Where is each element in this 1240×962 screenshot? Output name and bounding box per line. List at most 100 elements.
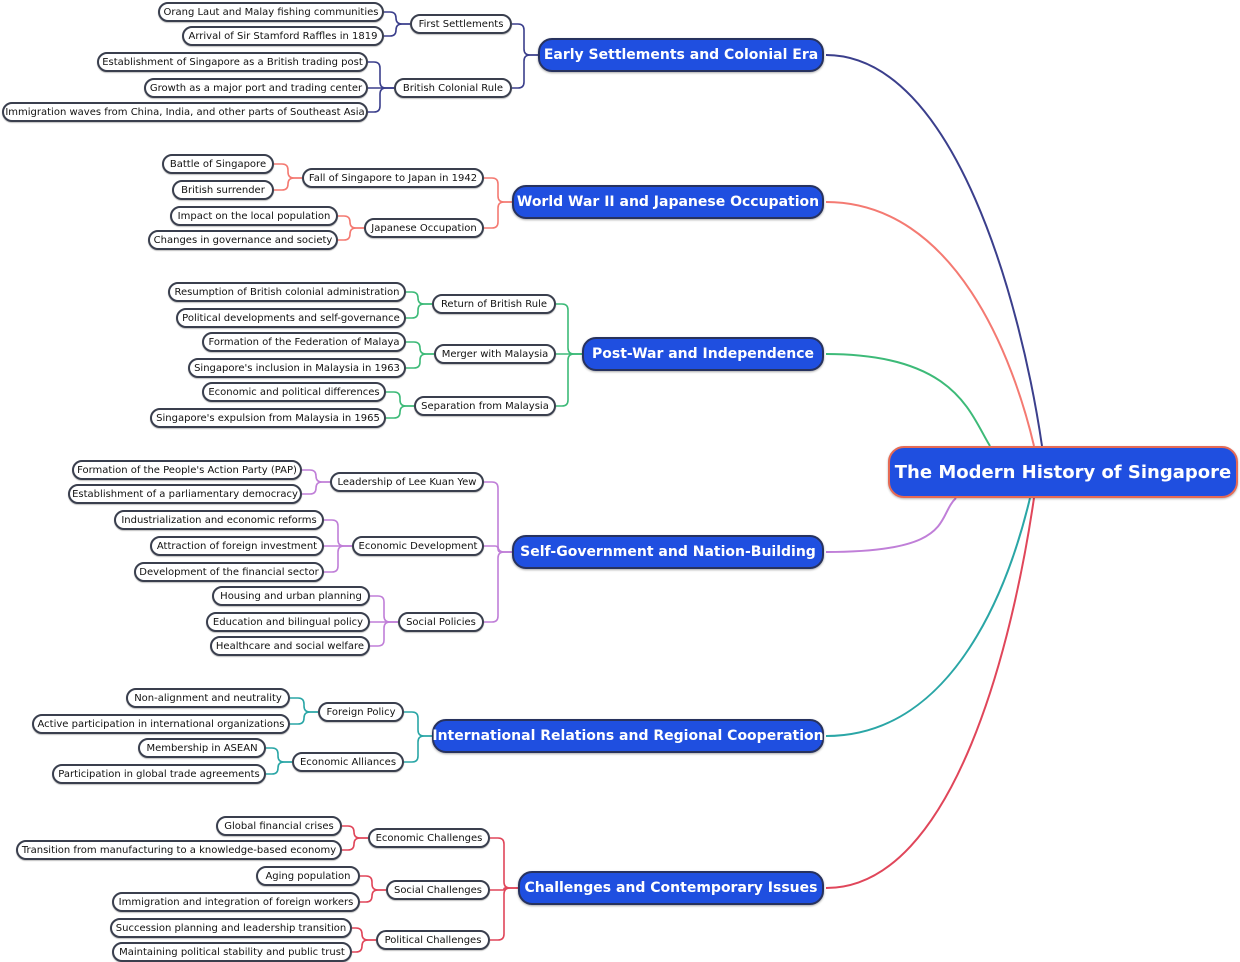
leaf-succession-planning-and-leadership-transition[interactable]: Succession planning and leadership trans… [110, 918, 352, 938]
leaf-arrival-of-sir-stamford-raffles-in-1819[interactable]: Arrival of Sir Stamford Raffles in 1819 [182, 26, 384, 46]
leaf-political-developments-and-self-governance[interactable]: Political developments and self-governan… [176, 308, 406, 328]
leaf-housing-and-urban-planning-label: Housing and urban planning [220, 590, 362, 602]
leaf-aging-population[interactable]: Aging population [256, 866, 360, 886]
leaf-education-and-bilingual-policy[interactable]: Education and bilingual policy [206, 612, 370, 632]
topic-international-relations-and-regional-cooperation[interactable]: International Relations and Regional Coo… [432, 719, 824, 753]
subtopic-first-settlements[interactable]: First Settlements [410, 14, 512, 34]
topic-early-settlements-and-colonial-era-label: Early Settlements and Colonial Era [543, 47, 819, 63]
root-topic[interactable]: The Modern History of Singapore [888, 446, 1238, 498]
leaf-transition-from-manufacturing-to-a-knowledge-bas[interactable]: Transition from manufacturing to a knowl… [16, 840, 342, 860]
connector-leaf-resumption-of-british-colonial-administration [406, 291, 432, 305]
leaf-british-surrender-label: British surrender [181, 184, 265, 196]
leaf-formation-of-the-federation-of-malaya-label: Formation of the Federation of Malaya [208, 336, 400, 348]
connector-leaf-maintaining-political-stability-and-public-trust [352, 939, 376, 953]
connector-leaf-establishment-of-a-parliamentary-democracy [302, 481, 330, 495]
connector-leaf-orang-laut-and-malay-fishing-communities [384, 11, 410, 25]
leaf-membership-in-asean[interactable]: Membership in ASEAN [138, 738, 266, 758]
leaf-establishment-of-a-parliamentary-democracy[interactable]: Establishment of a parliamentary democra… [68, 484, 302, 504]
leaf-resumption-of-british-colonial-administration[interactable]: Resumption of British colonial administr… [168, 282, 406, 302]
subtopic-social-challenges[interactable]: Social Challenges [386, 880, 490, 900]
subtopic-separation-from-malaysia[interactable]: Separation from Malaysia [414, 396, 556, 416]
leaf-immigration-and-integration-of-foreign-workers[interactable]: Immigration and integration of foreign w… [112, 892, 360, 912]
leaf-non-alignment-and-neutrality-label: Non-alignment and neutrality [134, 692, 282, 704]
leaf-active-participation-in-international-organizati[interactable]: Active participation in international or… [32, 714, 290, 734]
connector-root-to-post-war-and-independence [825, 353, 991, 447]
leaf-economic-and-political-differences[interactable]: Economic and political differences [202, 382, 386, 402]
leaf-singapore-s-expulsion-from-malaysia-in-1965[interactable]: Singapore's expulsion from Malaysia in 1… [150, 408, 386, 428]
leaf-formation-of-the-people-s-action-party-pap[interactable]: Formation of the People's Action Party (… [72, 460, 302, 480]
connector-first-settlements [512, 23, 538, 56]
leaf-participation-in-global-trade-agreements[interactable]: Participation in global trade agreements [52, 764, 266, 784]
leaf-growth-as-a-major-port-and-trading-center[interactable]: Growth as a major port and trading cente… [144, 78, 368, 98]
topic-self-government-and-nation-building-label: Self-Government and Nation-Building [520, 544, 816, 560]
connector-leaf-housing-and-urban-planning [370, 595, 398, 623]
connector-leaf-battle-of-singapore [274, 163, 302, 179]
connector-leaf-political-developments-and-self-governance [406, 303, 432, 319]
connector-return-of-british-rule [556, 303, 582, 355]
leaf-resumption-of-british-colonial-administration-label: Resumption of British colonial administr… [174, 286, 400, 298]
leaf-development-of-the-financial-sector[interactable]: Development of the financial sector [134, 562, 324, 582]
topic-challenges-and-contemporary-issues[interactable]: Challenges and Contemporary Issues [518, 871, 824, 905]
leaf-british-surrender[interactable]: British surrender [172, 180, 274, 200]
leaf-immigration-waves-from-china-india-and-other-par-label: Immigration waves from China, India, and… [5, 106, 365, 118]
leaf-global-financial-crises[interactable]: Global financial crises [216, 816, 342, 836]
subtopic-separation-from-malaysia-label: Separation from Malaysia [421, 400, 549, 412]
subtopic-economic-challenges[interactable]: Economic Challenges [368, 828, 490, 848]
topic-post-war-and-independence-label: Post-War and Independence [591, 346, 815, 362]
leaf-industrialization-and-economic-reforms-label: Industrialization and economic reforms [121, 514, 317, 526]
leaf-economic-and-political-differences-label: Economic and political differences [208, 386, 380, 398]
leaf-battle-of-singapore[interactable]: Battle of Singapore [162, 154, 274, 174]
subtopic-japanese-occupation[interactable]: Japanese Occupation [364, 218, 484, 238]
subtopic-economic-development[interactable]: Economic Development [352, 536, 484, 556]
leaf-non-alignment-and-neutrality[interactable]: Non-alignment and neutrality [126, 688, 290, 708]
leaf-active-participation-in-international-organizati-label: Active participation in international or… [37, 718, 285, 730]
topic-post-war-and-independence[interactable]: Post-War and Independence [582, 337, 824, 371]
leaf-housing-and-urban-planning[interactable]: Housing and urban planning [212, 586, 370, 606]
leaf-aging-population-label: Aging population [265, 870, 351, 882]
leaf-orang-laut-and-malay-fishing-communities[interactable]: Orang Laut and Malay fishing communities [158, 2, 384, 22]
subtopic-return-of-british-rule-label: Return of British Rule [440, 298, 548, 310]
connector-economic-challenges [490, 837, 518, 889]
subtopic-political-challenges[interactable]: Political Challenges [376, 930, 490, 950]
subtopic-social-policies[interactable]: Social Policies [398, 612, 484, 632]
subtopic-fall-of-singapore-to-japan-in-1942[interactable]: Fall of Singapore to Japan in 1942 [302, 168, 484, 188]
leaf-political-developments-and-self-governance-label: Political developments and self-governan… [182, 312, 400, 324]
subtopic-social-challenges-label: Social Challenges [393, 884, 483, 896]
leaf-impact-on-the-local-population[interactable]: Impact on the local population [170, 206, 338, 226]
leaf-growth-as-a-major-port-and-trading-center-label: Growth as a major port and trading cente… [149, 82, 363, 94]
subtopic-economic-alliances[interactable]: Economic Alliances [292, 752, 404, 772]
leaf-changes-in-governance-and-society[interactable]: Changes in governance and society [148, 230, 338, 250]
leaf-healthcare-and-social-welfare-label: Healthcare and social welfare [215, 640, 365, 652]
subtopic-leadership-of-lee-kuan-yew[interactable]: Leadership of Lee Kuan Yew [330, 472, 484, 492]
connector-leaf-healthcare-and-social-welfare [370, 621, 398, 647]
leaf-attraction-of-foreign-investment[interactable]: Attraction of foreign investment [150, 536, 324, 556]
topic-self-government-and-nation-building[interactable]: Self-Government and Nation-Building [512, 535, 824, 569]
leaf-establishment-of-singapore-as-a-british-trading-[interactable]: Establishment of Singapore as a British … [97, 52, 368, 72]
subtopic-british-colonial-rule[interactable]: British Colonial Rule [394, 78, 512, 98]
leaf-establishment-of-a-parliamentary-democracy-label: Establishment of a parliamentary democra… [72, 488, 298, 500]
subtopic-foreign-policy[interactable]: Foreign Policy [318, 702, 404, 722]
leaf-healthcare-and-social-welfare[interactable]: Healthcare and social welfare [210, 636, 370, 656]
leaf-singapore-s-inclusion-in-malaysia-in-1963[interactable]: Singapore's inclusion in Malaysia in 196… [188, 358, 406, 378]
connector-leaf-establishment-of-singapore-as-a-british-trading- [368, 61, 394, 89]
leaf-immigration-waves-from-china-india-and-other-par[interactable]: Immigration waves from China, India, and… [2, 102, 368, 122]
topic-world-war-ii-and-japanese-occupation[interactable]: World War II and Japanese Occupation [512, 185, 824, 219]
subtopic-merger-with-malaysia[interactable]: Merger with Malaysia [434, 344, 556, 364]
leaf-maintaining-political-stability-and-public-trust[interactable]: Maintaining political stability and publ… [112, 942, 352, 962]
connector-leaf-active-participation-in-international-organizati [290, 711, 318, 725]
subtopic-political-challenges-label: Political Challenges [384, 934, 482, 946]
connector-leaf-immigration-waves-from-china-india-and-other-par [368, 87, 394, 113]
connector-social-policies [484, 551, 512, 623]
connector-foreign-policy [404, 711, 432, 737]
leaf-formation-of-the-federation-of-malaya[interactable]: Formation of the Federation of Malaya [202, 332, 406, 352]
connector-economic-development [484, 545, 512, 553]
leaf-industrialization-and-economic-reforms[interactable]: Industrialization and economic reforms [114, 510, 324, 530]
subtopic-fall-of-singapore-to-japan-in-1942-label: Fall of Singapore to Japan in 1942 [308, 172, 478, 184]
topic-challenges-and-contemporary-issues-label: Challenges and Contemporary Issues [524, 880, 818, 896]
topic-early-settlements-and-colonial-era[interactable]: Early Settlements and Colonial Era [538, 38, 824, 72]
subtopic-return-of-british-rule[interactable]: Return of British Rule [432, 294, 556, 314]
leaf-participation-in-global-trade-agreements-label: Participation in global trade agreements [58, 768, 260, 780]
connector-leaf-succession-planning-and-leadership-transition [352, 927, 376, 941]
connector-leaf-singapore-s-expulsion-from-malaysia-in-1965 [386, 405, 414, 419]
leaf-development-of-the-financial-sector-label: Development of the financial sector [139, 566, 319, 578]
